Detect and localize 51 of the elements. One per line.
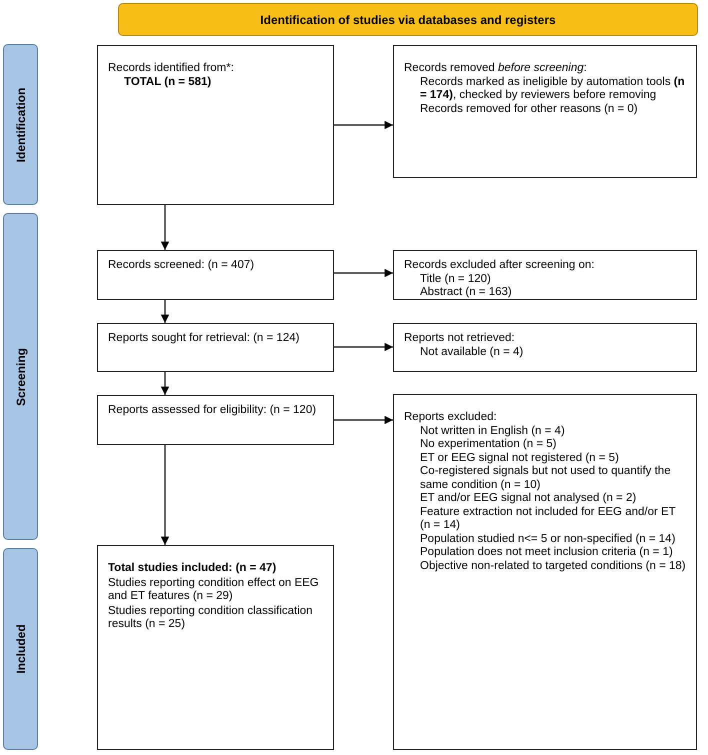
phase-label: Screening [14,347,28,406]
section-header-bar [118,3,698,36]
process-box [393,394,697,750]
box-heading: Total studies included: (n = 47) [108,562,278,576]
box-heading: Records excluded after screening on: [404,259,596,272]
phase-label-band [3,213,38,540]
box-text: ET and/or EEG signal not analysed (n = 2) [419,492,638,506]
box-heading: Records removed before screening: [404,62,588,76]
box-text: TOTAL (n = 581) [123,76,212,89]
arrow [334,120,393,130]
process-box [393,250,697,300]
process-box [97,323,334,372]
box-text: Studies reporting condition classification results (n = 25) [108,604,314,632]
arrow [334,416,393,424]
box-heading: Reports assessed for eligibility: (n = 120) [108,404,318,418]
box-text: Not written in English (n = 4) [419,424,566,438]
process-box [97,250,334,300]
box-text: Population does not meet inclusion criteria (n = 1) [419,546,674,560]
process-box [393,323,697,372]
phase-label-band [3,44,38,205]
box-text: Objective non-related to targeted conditions (n = 18) [419,560,687,573]
box-heading: Reports sought for retrieval: (n = 124) [108,332,300,346]
box-text: Not available (n = 4) [419,346,524,359]
arrow [160,205,170,250]
box-text: No experimentation (n = 5) [419,438,558,452]
process-box [97,395,334,445]
process-box [97,545,334,750]
arrow [334,342,393,352]
phase-label: Identification [14,87,28,162]
arrow [160,445,170,545]
arrow [334,268,393,278]
box-heading: Records screened: (n = 407) [108,259,256,272]
box-text: Abstract (n = 163) [419,286,513,300]
box-text: Co-registered signals but not used to quantify the same condition (n = 10) [419,465,672,492]
box-text: ET or EEG signal not registered (n = 5) [419,452,620,465]
header-title: Identification of studies via databases and registers [260,12,556,26]
box-heading: Reports excluded: [404,411,498,424]
box-text: Studies reporting condition effect on EEG and ET features (n = 29) [108,576,320,604]
box-heading: Records identified from*: [108,62,235,76]
box-text: Feature extraction not included for EEG and/or ET (n = 14) [419,506,676,532]
process-box [97,45,334,205]
box-heading: Reports not retrieved: [404,332,516,346]
phase-label-band [3,548,38,750]
process-box [393,45,697,178]
arrow [160,372,170,395]
phase-label: Included [14,624,28,674]
box-text: Records marked as ineligible by automation tools (n = 174), checked by reviewers before removing [419,76,686,102]
box-text: Title (n = 120) [419,272,492,286]
arrow [160,300,170,323]
box-text: Population studied n<= 5 or non-specified (n = 14) [419,532,676,546]
box-text: Records removed for other reasons (n = 0) [419,102,639,116]
